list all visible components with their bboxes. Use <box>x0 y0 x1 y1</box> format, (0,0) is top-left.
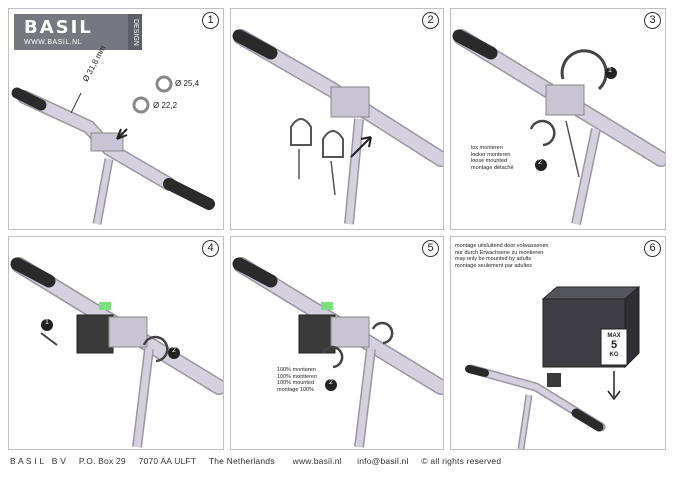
panel-step-2: 2 <box>230 8 444 230</box>
step-number: 3 <box>644 12 661 29</box>
basket-diagram <box>465 285 641 449</box>
adult-mount-note: montage uitsluitend door volwassenen nur… <box>455 243 549 269</box>
footer-company: B A S I L B V <box>10 456 67 466</box>
full-mount-note: 100% monteren 100% montieren 100% mounte… <box>277 367 318 393</box>
footer-country: The Netherlands <box>208 456 275 466</box>
step-number: 6 <box>644 240 661 257</box>
tighten-diagram <box>232 257 443 448</box>
loose-mount-note: los monteren locker monteren loose mount… <box>471 145 514 171</box>
footer-postal: 7070 AA ULFT <box>138 456 197 466</box>
step-number: 5 <box>422 240 439 257</box>
step-marker-2: 2 <box>172 347 176 354</box>
max-load-badge: MAX 5 KG <box>607 333 621 358</box>
panel-step-6: 6 montage uitsluitend door volwassenen n… <box>450 236 666 450</box>
shim-large-label: Ø 25,4 <box>175 79 200 88</box>
mount-box-diagram <box>10 257 223 448</box>
panel-step-3: 3 1 2 los monteren locker monteren loose… <box>450 8 666 230</box>
handlebar-diagram <box>11 75 215 225</box>
logo-brand: BASIL <box>24 17 93 38</box>
clamp-diagram <box>232 29 443 225</box>
panel-step-4: 4 1 2 <box>8 236 224 450</box>
logo-design: DESIGN <box>128 14 142 50</box>
step-number: 4 <box>202 240 219 257</box>
footer-email[interactable]: info@basil.nl <box>357 456 409 466</box>
footer-rights: © all rights reserved <box>421 456 502 466</box>
mount-loose-diagram <box>452 29 665 226</box>
panel-step-1: BASIL WWW.BASIL.NL DESIGN 1 Ø 31,8 mm Ø … <box>8 8 224 230</box>
step-marker-2: 2 <box>329 379 333 386</box>
panel-step-5: 5 2 100% monteren 100% montieren 100% mo… <box>230 236 444 450</box>
basil-logo: BASIL WWW.BASIL.NL DESIGN <box>14 14 142 50</box>
rotate-marker-2: 2 <box>538 159 542 166</box>
step-number: 2 <box>422 12 439 29</box>
step-number: 1 <box>202 12 219 29</box>
shim-small-label: Ø 22,2 <box>153 101 178 110</box>
step-marker-1: 1 <box>45 319 49 326</box>
logo-url: WWW.BASIL.NL <box>24 39 83 46</box>
rotate-marker-1: 1 <box>608 67 612 74</box>
footer-website[interactable]: www.basil.nl <box>292 456 342 466</box>
footer: B A S I L B V P.O. Box 29 7070 AA ULFT T… <box>10 456 501 466</box>
footer-pobox: P.O. Box 29 <box>78 456 126 466</box>
